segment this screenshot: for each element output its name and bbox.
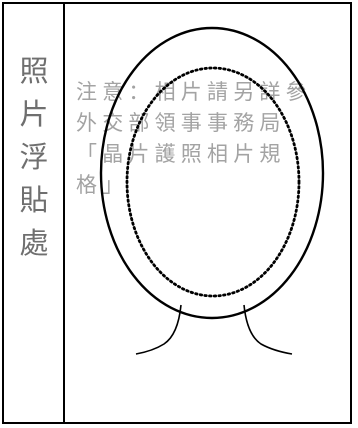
label-char: 貼 [19, 183, 49, 217]
label-char: 處 [19, 226, 49, 260]
face-outer-oval [99, 26, 325, 320]
notice-line: 「晶片護照相片規 [76, 142, 286, 166]
label-char: 浮 [19, 140, 49, 174]
photo-box-frame [2, 2, 352, 424]
label-char: 片 [19, 97, 49, 131]
label-column-divider [63, 2, 65, 424]
notice-line: 注意：相片請另詳參 [76, 80, 312, 104]
face-inner-dotted-oval [125, 66, 301, 298]
photo-paste-label: 照 片 浮 貼 處 [4, 50, 64, 265]
neck-shoulder-left [135, 304, 182, 355]
neck-shoulder-right [243, 304, 293, 355]
label-char: 照 [19, 54, 49, 88]
photo-notice-text: 注意：相片請另詳參 外交部領事事務局 「晶片護照相片規 格」 [76, 77, 356, 201]
notice-line: 格」 [76, 173, 129, 197]
